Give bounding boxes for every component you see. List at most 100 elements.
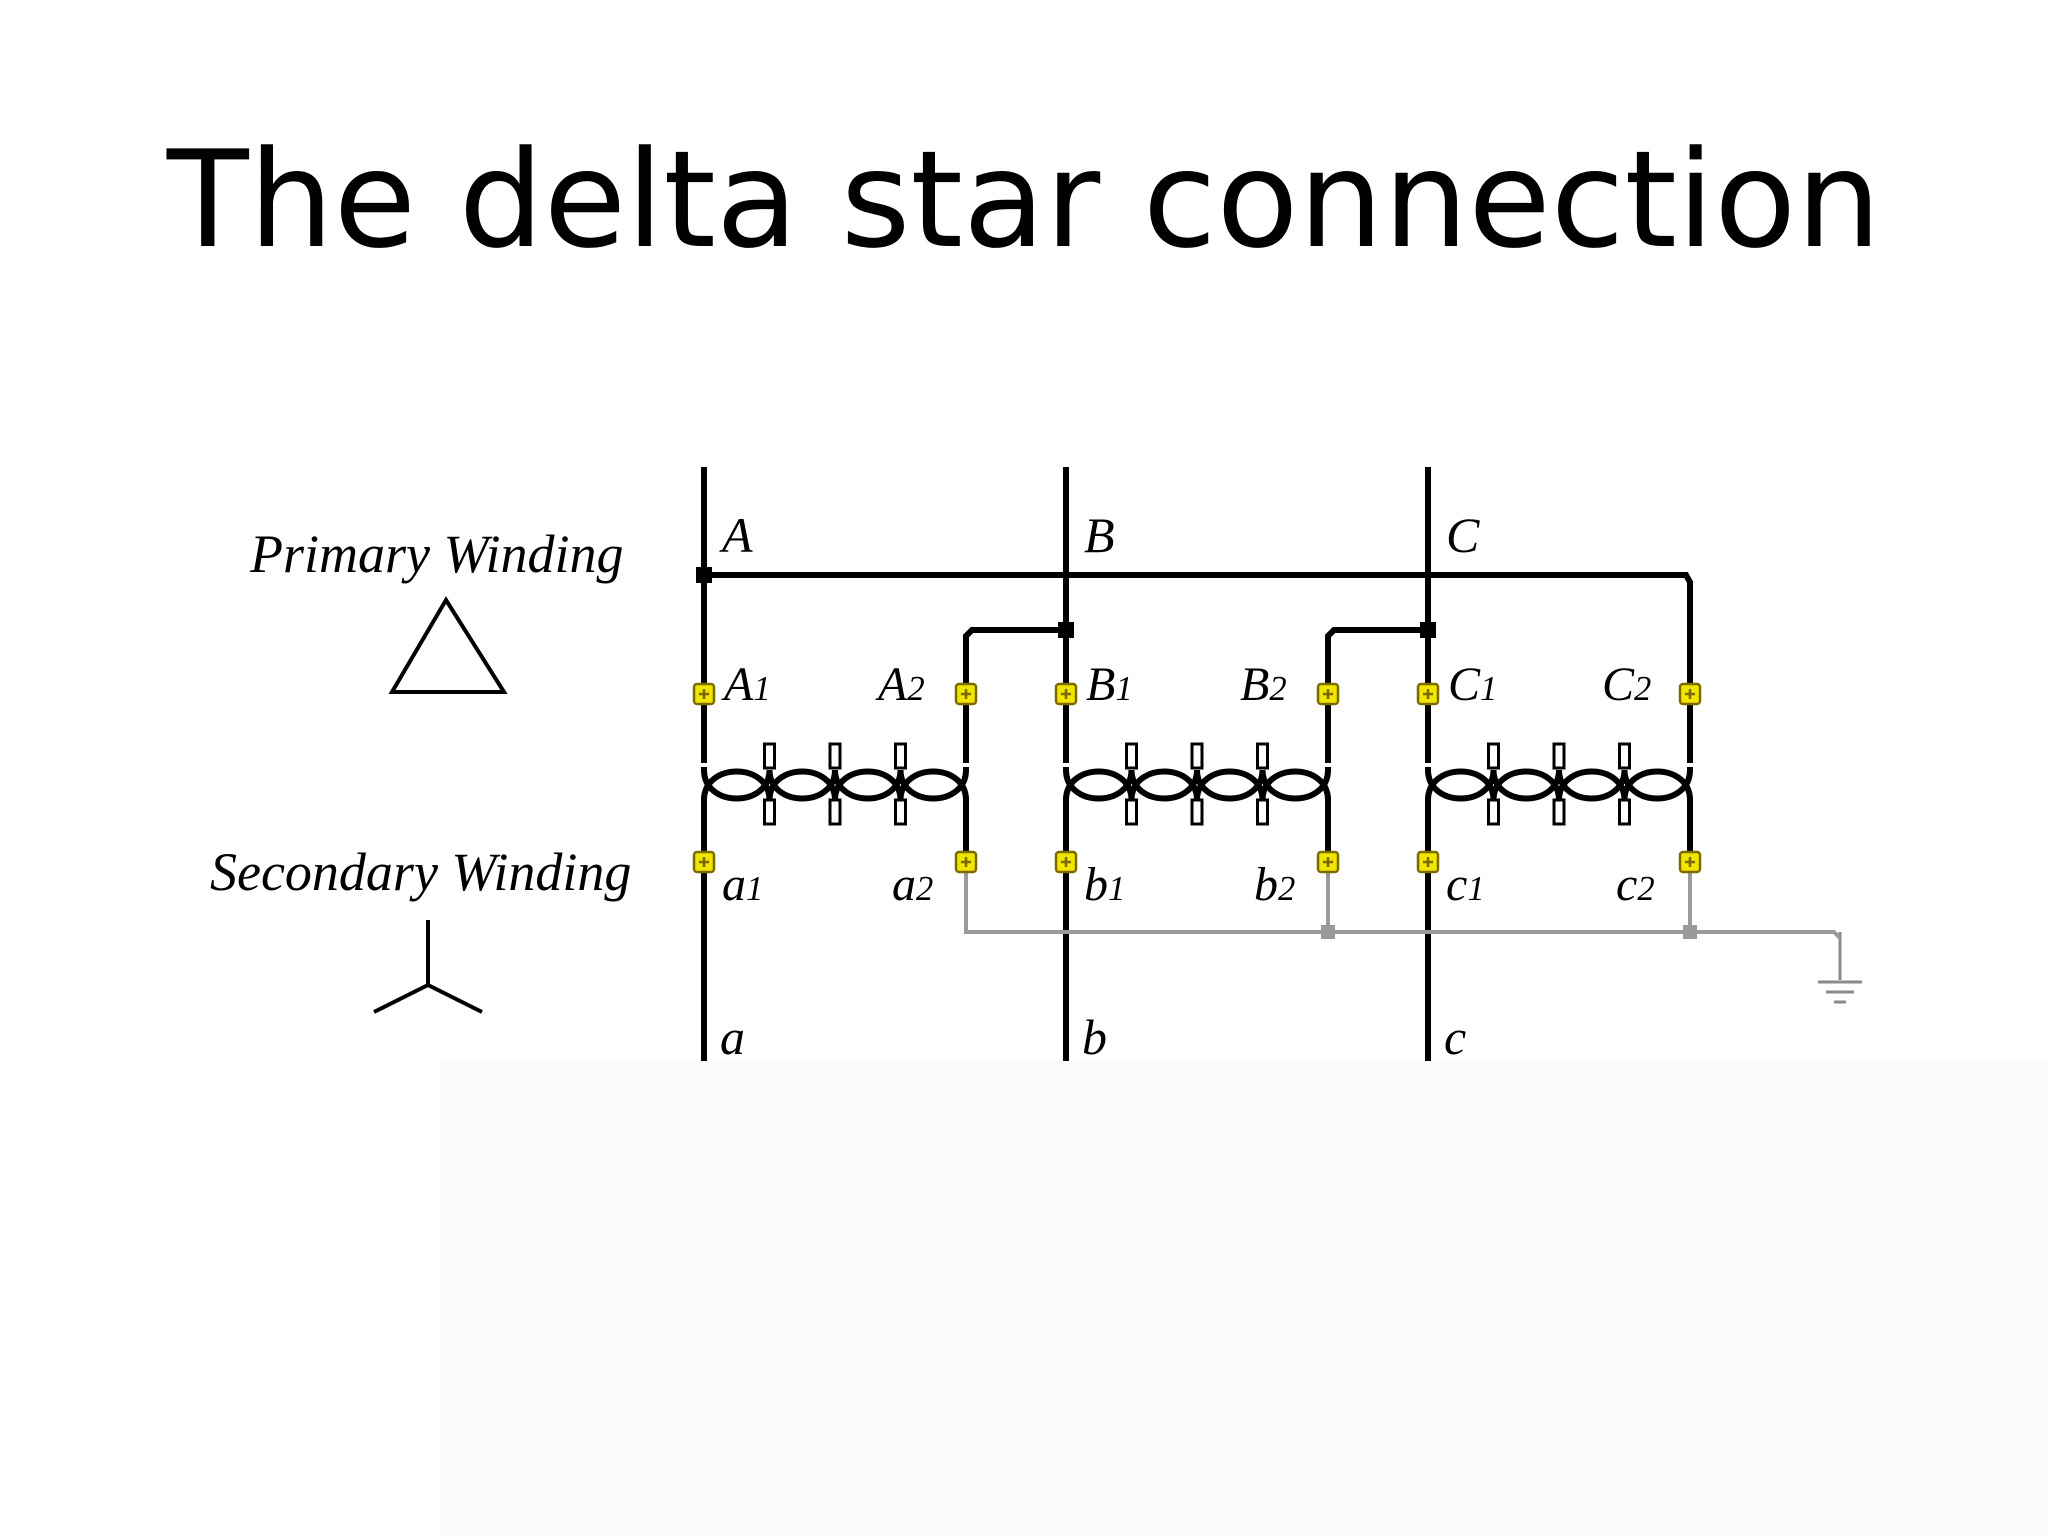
secondary-left-label-letter: b xyxy=(1084,858,1108,911)
primary-coil-2 xyxy=(1424,766,1694,802)
primary-winding-label: Primary Winding xyxy=(249,524,624,584)
primary-coil-0-core-mark xyxy=(894,798,907,826)
line-label-bottom: c xyxy=(1444,1009,1466,1065)
secondary-right-label-subscript: 2 xyxy=(1278,870,1295,908)
secondary-winding-label: Secondary Winding xyxy=(210,842,631,902)
line-label-bottom-letter: c xyxy=(1444,1009,1466,1065)
line-label-top-letter: B xyxy=(1084,507,1115,563)
line-label-bottom-letter: b xyxy=(1082,1009,1107,1065)
secondary-right-label-letter: b xyxy=(1254,858,1278,911)
secondary-right-label: b2 xyxy=(1254,858,1295,911)
secondary-coil-2 xyxy=(1424,768,1694,804)
primary-coil-0 xyxy=(700,766,970,802)
primary-left-label-subscript: 1 xyxy=(1480,670,1497,708)
secondary-left-label-subscript: 1 xyxy=(1467,870,1484,908)
primary-coil-2-core-mark xyxy=(1487,798,1500,826)
secondary-left-label-letter: a xyxy=(722,858,746,911)
primary-left-label: A1 xyxy=(721,658,771,711)
secondary-left-label-letter: c xyxy=(1446,858,1467,911)
primary-right-label-letter: C xyxy=(1602,658,1635,711)
terminal-icon xyxy=(1316,850,1340,874)
neutral-junction xyxy=(1683,925,1697,939)
junction-dot xyxy=(1058,622,1074,638)
secondary-coil-1-core-mark xyxy=(1256,742,1269,770)
primary-coil-2-core-mark xyxy=(1618,798,1631,826)
ground-icon xyxy=(1818,932,1862,1004)
terminal-icon xyxy=(692,682,716,706)
terminal-icon xyxy=(1416,850,1440,874)
secondary-right-label-subscript: 2 xyxy=(916,870,933,908)
secondary-left-label-subscript: 1 xyxy=(1108,870,1125,908)
secondary-left-label-subscript: 1 xyxy=(746,870,763,908)
secondary-left-label: b1 xyxy=(1084,858,1125,911)
secondary-coil-2-core-mark xyxy=(1552,742,1566,770)
secondary-coil-1 xyxy=(1062,768,1332,804)
terminals xyxy=(692,682,1702,874)
line-label-bottom: a xyxy=(720,1009,745,1065)
primary-left-label-subscript: 1 xyxy=(1115,670,1132,708)
delta-link-a2-b xyxy=(963,627,1069,691)
secondary-coil-0-core-mark xyxy=(763,742,776,770)
secondary-coil-2-core-mark xyxy=(1618,742,1631,770)
line-label-top-letter: A xyxy=(719,507,753,563)
secondary-coil-2-core-mark xyxy=(1487,742,1500,770)
page-title: The delta star connection xyxy=(166,122,1882,278)
terminal-icon xyxy=(954,682,978,706)
terminal-icon xyxy=(1054,682,1078,706)
terminal-icon xyxy=(1678,850,1702,874)
primary-left-label-letter: C xyxy=(1448,658,1481,711)
line-label-top: B xyxy=(1084,507,1115,563)
primary-right-label-subscript: 2 xyxy=(907,670,924,708)
primary-right-label-subscript: 2 xyxy=(1634,670,1651,708)
primary-coil-1-core-mark xyxy=(1256,798,1269,826)
terminal-icon xyxy=(1416,682,1440,706)
junction-dot xyxy=(696,567,712,583)
delta-bus-a-c2 xyxy=(701,572,1693,691)
secondary-left-label: c1 xyxy=(1446,858,1485,911)
primary-left-label-subscript: 1 xyxy=(753,670,770,708)
primary-coil-2-core-mark xyxy=(1552,798,1566,826)
line-label-top: A xyxy=(719,507,753,563)
secondary-left-label: a1 xyxy=(722,858,763,911)
primary-left-label: C1 xyxy=(1448,658,1497,711)
transformer-coils xyxy=(700,697,1694,859)
secondary-right-label: c2 xyxy=(1616,858,1655,911)
primary-left-label: B1 xyxy=(1086,658,1133,711)
secondary-right-label: a2 xyxy=(892,858,933,911)
terminal-icon xyxy=(1054,850,1078,874)
primary-coil-1-core-mark xyxy=(1190,798,1204,826)
primary-coil-1 xyxy=(1062,766,1332,802)
primary-right-label-letter: B xyxy=(1240,658,1269,711)
line-label-top: C xyxy=(1446,507,1480,563)
primary-left-label-letter: A xyxy=(721,658,754,711)
circuit-wires xyxy=(696,467,1842,1061)
primary-coil-0-core-mark xyxy=(763,798,776,826)
secondary-right-label-subscript: 2 xyxy=(1637,870,1654,908)
terminal-icon xyxy=(692,850,716,874)
primary-right-label-letter: A xyxy=(875,658,908,711)
secondary-coil-0-core-mark xyxy=(894,742,907,770)
delta-triangle-icon xyxy=(388,596,508,694)
secondary-right-label-letter: a xyxy=(892,858,916,911)
secondary-right-label-letter: c xyxy=(1616,858,1637,911)
terminal-icon xyxy=(954,850,978,874)
primary-right-label: B2 xyxy=(1240,658,1287,711)
secondary-coil-0 xyxy=(700,768,970,804)
star-wye-icon xyxy=(373,920,483,1014)
secondary-coil-1-core-mark xyxy=(1190,742,1204,770)
neutral-junction xyxy=(1321,925,1335,939)
primary-left-label-letter: B xyxy=(1086,658,1115,711)
neutral-bus xyxy=(964,868,1842,940)
secondary-coil-0-core-mark xyxy=(828,742,842,770)
junction-dot xyxy=(1420,622,1436,638)
background-panel xyxy=(440,1060,2048,1536)
delta-link-b2-c xyxy=(1325,627,1431,691)
primary-coil-0-core-mark xyxy=(828,798,842,826)
secondary-coil-1-core-mark xyxy=(1125,742,1138,770)
line-label-bottom: b xyxy=(1082,1009,1107,1065)
primary-coil-1-core-mark xyxy=(1125,798,1138,826)
terminal-icon xyxy=(1678,682,1702,706)
